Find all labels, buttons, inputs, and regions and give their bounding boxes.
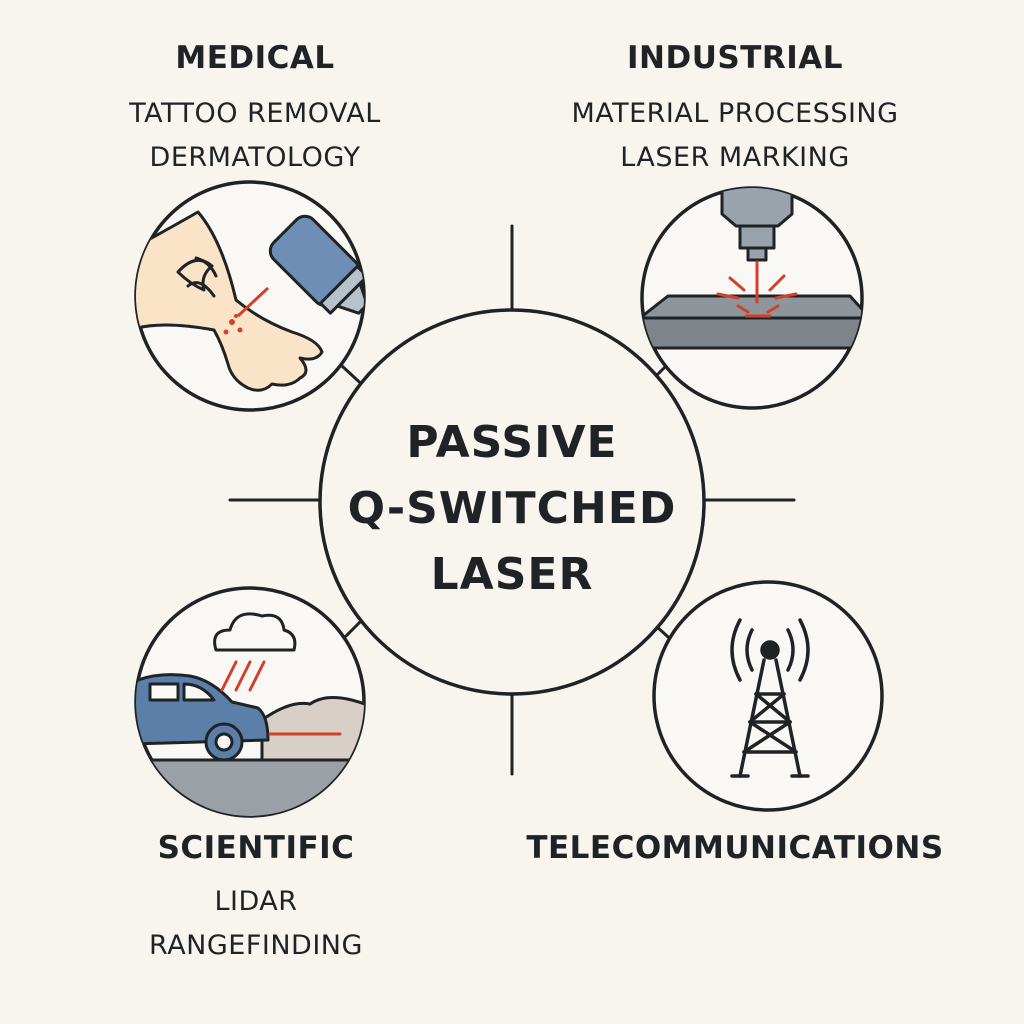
car-lidar-icon xyxy=(134,586,366,818)
medical-item-1: TATTOO REMOVAL xyxy=(129,98,381,129)
industrial-item-2: LASER MARKING xyxy=(620,142,850,173)
center-title-line-1: PASSIVE xyxy=(406,417,618,468)
laser-cutting-head-icon xyxy=(640,186,864,410)
industrial-item-1: MATERIAL PROCESSING xyxy=(571,98,899,129)
medical-laser-spots xyxy=(223,314,243,335)
scientific-item-2: RANGEFINDING xyxy=(149,930,363,961)
center-title-line-2: Q-SWITCHED xyxy=(347,483,677,534)
scientific-laser-lines xyxy=(220,660,342,736)
industrial-laser-sparks xyxy=(716,260,798,318)
center-title: PASSIVE Q-SWITCHED LASER xyxy=(322,410,702,608)
scientific-item-1: LIDAR xyxy=(214,886,298,917)
medical-laser-beam xyxy=(236,286,270,318)
medical-item-2: DERMATOLOGY xyxy=(149,142,361,173)
medical-title: MEDICAL xyxy=(175,40,335,76)
radio-tower-icon xyxy=(652,580,884,812)
tattoo-removal-arm-icon xyxy=(134,180,366,412)
scientific-title: SCIENTIFIC xyxy=(157,830,355,866)
center-circle xyxy=(318,308,706,696)
telecom-title: TELECOMMUNICATIONS xyxy=(526,830,944,866)
center-title-line-3: LASER xyxy=(430,549,594,600)
industrial-title: INDUSTRIAL xyxy=(626,40,843,76)
